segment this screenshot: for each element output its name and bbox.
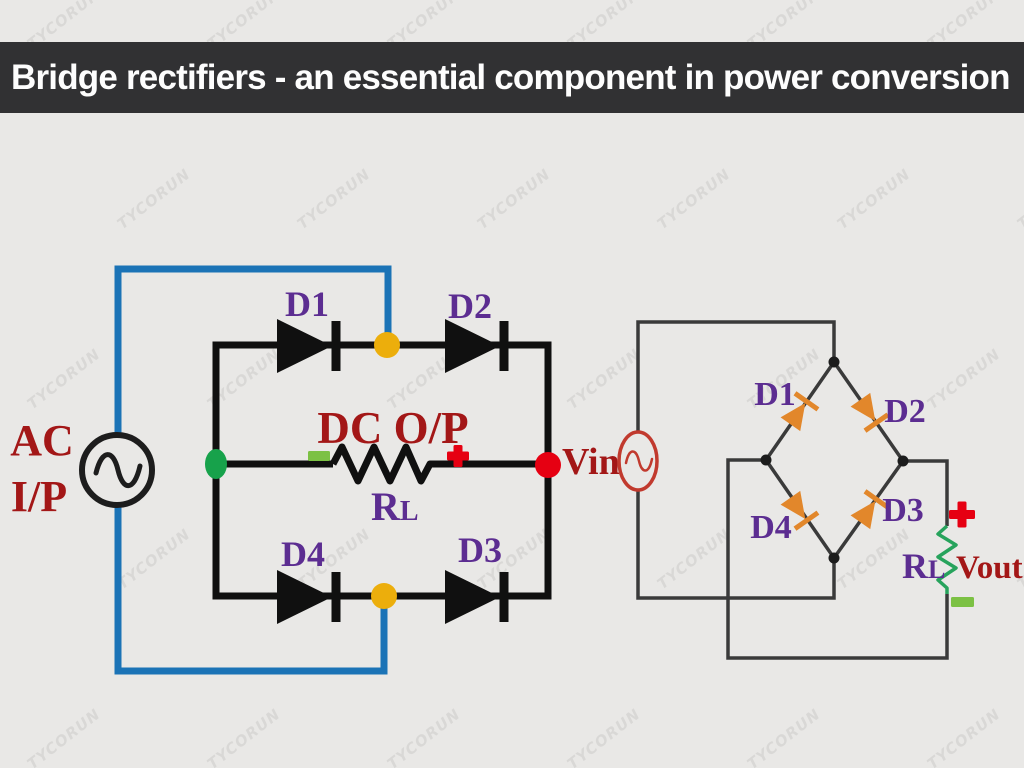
diode-d3-label: D3: [458, 530, 502, 570]
load-resistor-zigzag: [329, 443, 437, 485]
diode-d4-right: [780, 490, 820, 531]
diode-d1-label: D1: [285, 284, 329, 324]
ac-input-label-line1: AC: [10, 416, 74, 465]
ac-source: [79, 432, 155, 508]
dc-output-label: DC O/P: [317, 403, 468, 453]
plus-icon: [447, 445, 469, 467]
diode-d3-right: [850, 489, 890, 530]
junction-node-top: [374, 332, 400, 358]
minus-icon: [308, 451, 330, 461]
diode-d2: [445, 319, 509, 373]
page-title: Bridge rectifiers - an essential compone…: [11, 57, 1011, 97]
load-resistor-label: RL: [371, 484, 419, 529]
source-loop-wire-bottom: [636, 490, 836, 600]
right-bridge-rectifier: D1 D2 D4 D3 RL Vout: [617, 320, 1023, 660]
junction-node-bottom: [371, 583, 397, 609]
junction-node-negative: [205, 449, 227, 479]
minus-icon: [951, 597, 974, 607]
diode-d4: [277, 570, 341, 624]
diamond-node-bottom: [828, 552, 840, 564]
diamond-node-left: [760, 454, 772, 466]
load-loop-wire-right: [903, 459, 949, 526]
sine-icon: [93, 452, 143, 489]
load-resistor-zigzag-right: [936, 524, 958, 594]
ac-input-label-line2: I/P: [11, 472, 67, 521]
left-bridge-rectifier: AC I/P D1 D2 D4 D3 DC O/P RL Vin: [10, 265, 620, 675]
diamond-node-top: [828, 356, 840, 368]
diode-d2-right-label: D2: [884, 393, 926, 430]
plus-icon: [949, 501, 975, 528]
sine-icon: [624, 450, 654, 472]
title-bar: Bridge rectifiers - an essential compone…: [0, 42, 1024, 113]
diode-d2-label: D2: [448, 286, 492, 326]
diode-d1-right-label: D1: [754, 376, 796, 413]
load-resistor-right-label: RL: [902, 546, 945, 586]
ac-wire-top: [114, 265, 392, 434]
diode-d3-right-label: D3: [882, 492, 924, 529]
diode-d3: [445, 570, 509, 624]
diode-d4-label: D4: [281, 534, 325, 574]
diode-d1-right: [780, 391, 820, 432]
diode-d4-right-label: D4: [750, 509, 792, 546]
diode-d1: [277, 319, 341, 373]
vout-label: Vout: [956, 550, 1023, 586]
diamond-node-right: [897, 455, 909, 467]
source-loop-wire-top: [636, 320, 836, 432]
vin-source: [617, 430, 659, 492]
ac-wire-bottom: [114, 505, 388, 675]
diode-d2-right: [850, 392, 890, 433]
junction-node-positive: [535, 452, 561, 478]
load-loop-wire-left: [726, 458, 949, 660]
vin-label: Vin: [562, 441, 620, 483]
